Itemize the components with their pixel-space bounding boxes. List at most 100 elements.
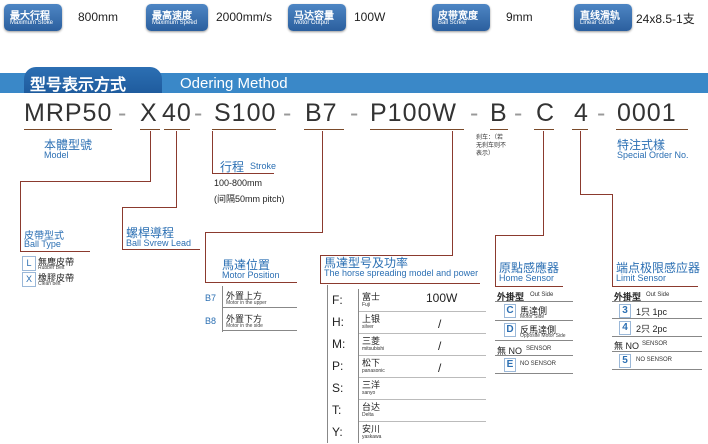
motor-row: M: 三菱 mitsubishi / xyxy=(326,331,488,356)
limit-sensor-e-code: 5 xyxy=(619,354,631,368)
limit-sensor-label-cn: 端点极限感应器 xyxy=(616,261,701,275)
connector-line xyxy=(122,249,200,250)
connector-line xyxy=(612,194,613,286)
stroke-range: 100-800mm xyxy=(214,178,263,188)
connector-line xyxy=(580,131,581,194)
divider xyxy=(222,330,297,331)
motor-row: H: 上银 silver / xyxy=(326,309,488,334)
connector-line xyxy=(150,131,151,181)
motor-position-label-en: Motor Position xyxy=(222,270,280,280)
home-sensor-out-en: Out Side xyxy=(530,292,554,298)
divider xyxy=(612,336,702,337)
model-label-en: Model xyxy=(44,150,69,160)
home-sensor-e-text: NO SENSOR xyxy=(520,361,557,367)
connector-line xyxy=(122,207,123,249)
code-special: 0001 xyxy=(617,99,677,127)
connector-line xyxy=(320,283,480,284)
connector-line xyxy=(212,173,274,174)
motor-model-label-cn: 馬達型号及功率 xyxy=(324,256,409,270)
home-sensor-option-en: Opposite Motor Side xyxy=(520,333,566,339)
motor-position-en: Motor in the side xyxy=(226,323,263,329)
section-band xyxy=(0,73,708,93)
divider xyxy=(495,355,573,356)
divider xyxy=(612,318,702,319)
code-motor-model: P100W xyxy=(370,99,457,127)
home-sensor-code: D xyxy=(504,323,516,337)
code-dash: - xyxy=(194,99,203,127)
limit-sensor-code: 3 xyxy=(619,304,631,318)
connector-line xyxy=(20,181,21,251)
model-label-cn: 本體型號 xyxy=(44,138,93,152)
limit-sensor-option: 1只 1pc xyxy=(636,307,668,317)
motor-position-label-cn: 馬達位置 xyxy=(222,258,271,272)
limit-sensor-none-cn: 無 NO xyxy=(614,341,640,351)
spec-badge: 最大行程 Maximum Stoke xyxy=(4,4,62,31)
code-underline xyxy=(370,129,464,130)
connector-line xyxy=(320,255,453,256)
spec-belt-width: 皮带宽度 Ball Screw 9mm xyxy=(432,4,552,31)
code-underline xyxy=(304,129,344,130)
connector-line xyxy=(580,194,613,195)
divider xyxy=(612,351,702,352)
connector-line xyxy=(320,255,321,283)
motor-row: F: 富士 Fuji 100W xyxy=(326,287,488,312)
home-sensor-none-en: SENSOR xyxy=(526,346,552,352)
home-sensor-option-en: Motor Side xyxy=(520,314,545,320)
motor-row: T: 台达 Delta xyxy=(326,397,488,422)
stroke-pitch: (间隔50mm pitch) xyxy=(214,194,285,204)
divider xyxy=(495,373,573,374)
spec-linear-guide: 直线滑轨 Linear Guide 24x8.5-1支 xyxy=(574,4,706,31)
home-sensor-label-cn: 原點感應器 xyxy=(499,261,560,275)
divider xyxy=(612,301,702,302)
stroke-label-en: Stroke xyxy=(250,161,277,171)
spec-badge: 最高速度 Maximum Speed xyxy=(146,4,208,31)
limit-sensor-label-en: Limit Sensor xyxy=(616,273,667,283)
home-sensor-none-cn: 無 NO xyxy=(497,346,523,356)
connector-line xyxy=(205,282,297,283)
spec-motor-output: 马达容量 Motor Output 100W xyxy=(288,4,408,31)
connector-line xyxy=(205,232,206,282)
connector-line xyxy=(322,131,323,232)
spec-value: 24x8.5-1支 xyxy=(636,12,695,26)
stroke-label-cn: 行程 xyxy=(220,160,245,174)
motor-row: Y: 安川 yaskawa xyxy=(326,419,488,444)
code-dash: - xyxy=(118,99,127,127)
connector-line xyxy=(495,235,496,286)
spec-badge: 马达容量 Motor Output xyxy=(288,4,346,31)
belt-option-en: Clean belt xyxy=(38,281,61,287)
connector-line xyxy=(212,131,213,173)
belt-option-code: L xyxy=(22,256,36,271)
code-dash: - xyxy=(283,99,292,127)
belt-option-code: X xyxy=(22,272,36,287)
code-belt-type: X xyxy=(140,99,158,127)
divider xyxy=(495,340,573,341)
spec-value: 9mm xyxy=(506,10,533,24)
connector-line xyxy=(543,131,544,235)
code-stroke: S100 xyxy=(214,99,277,127)
code-underline xyxy=(534,129,554,130)
spec-value: 2000mm/s xyxy=(216,10,273,24)
special-label-cn: 特注式樣 xyxy=(617,138,666,152)
motor-position-code: B7 xyxy=(205,293,217,303)
belt-option-en: Rubber Belt xyxy=(38,265,65,271)
code-underline xyxy=(24,129,112,130)
brake-note: 无刹车则不 xyxy=(476,143,507,149)
code-underline xyxy=(616,129,688,130)
motor-model-label-en: The horse spreading model and power xyxy=(324,268,479,278)
special-label-en: Special Order No. xyxy=(617,150,689,160)
limit-sensor-out-cn: 外掛型 xyxy=(614,292,642,302)
code-dash: - xyxy=(350,99,359,127)
code-lead: 40 xyxy=(162,99,192,127)
connector-line xyxy=(495,286,563,287)
limit-sensor-option: 2只 2pc xyxy=(636,324,668,334)
limit-sensor-none-en: SENSOR xyxy=(642,341,668,347)
home-sensor-label-en: Home Sensor xyxy=(499,273,555,283)
connector-line xyxy=(20,181,151,182)
motor-position-en: Motor in the upper xyxy=(226,300,267,306)
section-title-tab xyxy=(24,67,162,93)
code-underline xyxy=(490,129,508,130)
section-title-en: Odering Method xyxy=(180,75,288,92)
connector-line xyxy=(176,131,177,207)
code-dash: - xyxy=(470,99,479,127)
belt-type-label-cn: 皮帶型式 xyxy=(24,231,64,242)
